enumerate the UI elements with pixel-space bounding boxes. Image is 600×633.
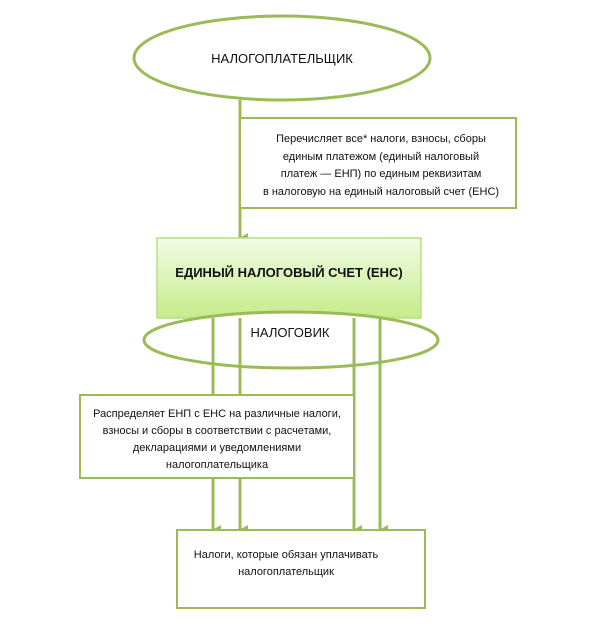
taxpayer-label: НАЛОГОПЛАТЕЛЬЩИК bbox=[211, 51, 353, 66]
distribute-note-line-3: декларациями и уведомлениями bbox=[133, 442, 301, 454]
distribute-note-box bbox=[79, 394, 355, 479]
transfer-note-line-3: платеж — ЕНП) по единым реквизитам bbox=[281, 168, 482, 180]
transfer-note-box bbox=[239, 117, 517, 209]
distribute-note-line-2: взносы и сборы в соответствии с расчетам… bbox=[103, 425, 332, 437]
tax-office-label: НАЛОГОВИК bbox=[251, 325, 330, 340]
taxes-note-line-2: налогоплательщик bbox=[238, 566, 334, 578]
taxes-note-line-1: Налоги, которые обязан уплачивать bbox=[194, 549, 379, 561]
transfer-note-line-2: единым платежом (единый налоговый bbox=[283, 151, 479, 163]
taxes-box bbox=[176, 529, 426, 609]
account-label: ЕДИНЫЙ НАЛОГОВЫЙ СЧЕТ (ЕНС) bbox=[175, 265, 402, 280]
distribute-note-line-4: налогоплательщика bbox=[166, 459, 269, 471]
taxpayer-ellipse bbox=[132, 14, 432, 102]
transfer-note-line-4: в налоговую на единый налоговый счет (ЕН… bbox=[263, 186, 499, 198]
transfer-note-line-1: Перечисляет все* налоги, взносы, сборы bbox=[276, 133, 486, 145]
tax-office-ellipse bbox=[142, 310, 440, 370]
distribute-note-line-1: Распределяет ЕНП с ЕНС на различные нало… bbox=[93, 408, 341, 420]
